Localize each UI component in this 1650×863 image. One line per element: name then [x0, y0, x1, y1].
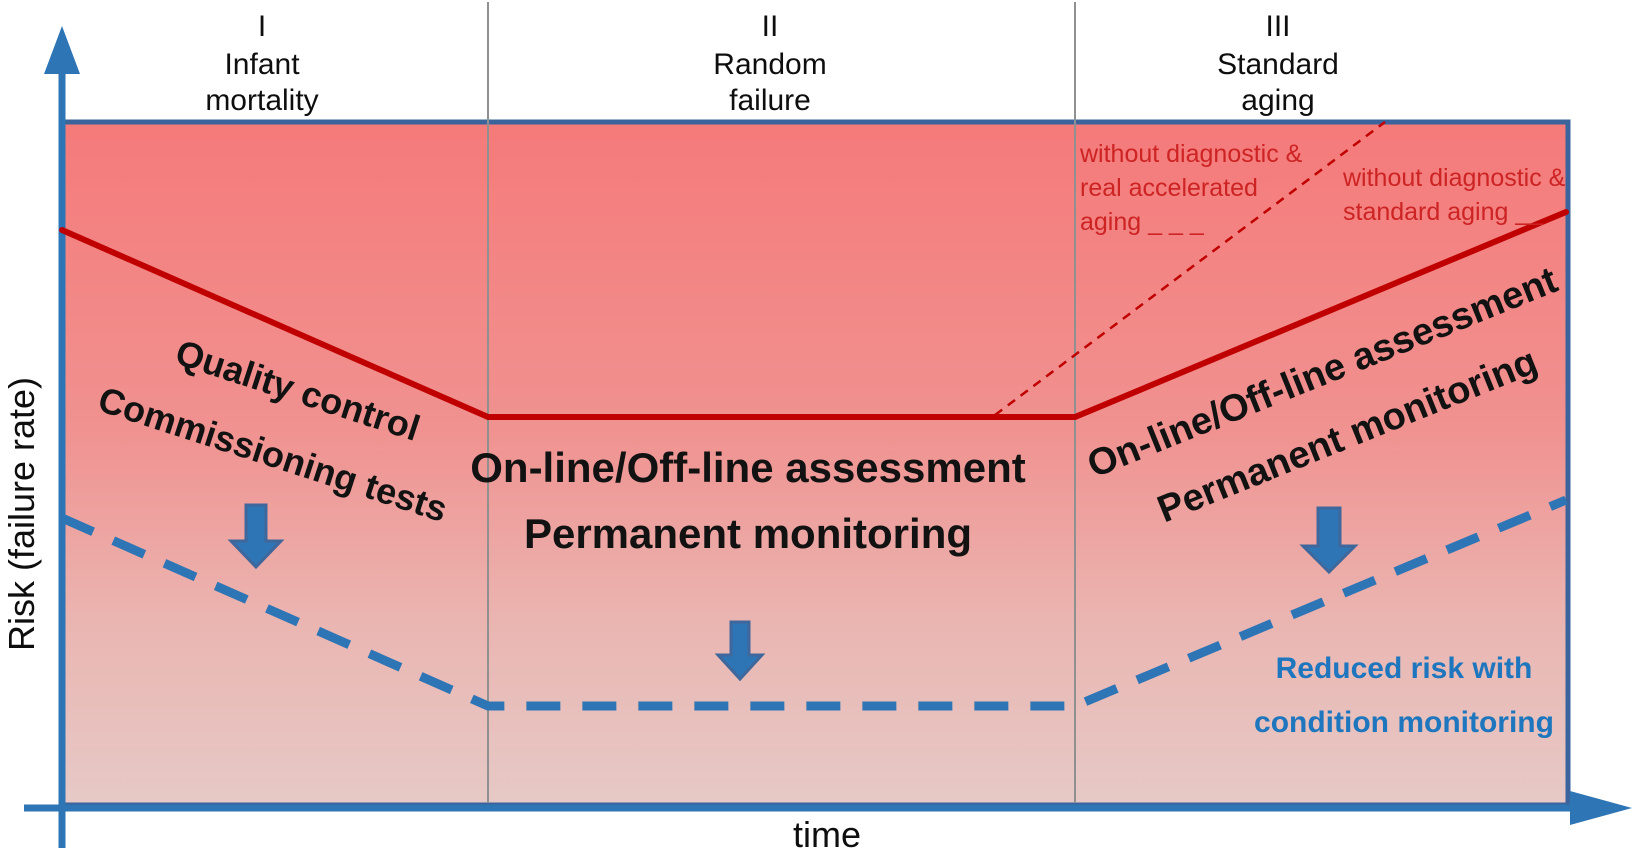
curve-without-monitoring-accelerated — [994, 121, 1386, 416]
annotation-accelerated-line3: aging _ _ _ — [1080, 208, 1205, 236]
x-axis-label: time — [793, 814, 861, 855]
x-axis-arrowhead-icon — [1570, 791, 1632, 825]
down-arrow-icon — [1299, 506, 1359, 575]
phase-3-name-line1: Standard — [1217, 48, 1339, 81]
y-axis-label: Risk (failure rate) — [1, 377, 42, 651]
annotation-accelerated-line2: real accelerated — [1080, 174, 1258, 202]
annotation-accelerated-line1: without diagnostic & — [1079, 140, 1303, 168]
phase-3-name-line2: aging — [1241, 84, 1314, 117]
phase-2-numeral: II — [762, 10, 779, 43]
phase-1-name-line2: mortality — [205, 84, 318, 117]
down-arrow-icon — [714, 620, 766, 682]
region-random-label-line1: On-line/Off-line assessment — [470, 444, 1025, 491]
annotation-standard-line2: standard aging __ — [1343, 198, 1544, 226]
phase-1-numeral: I — [258, 10, 266, 43]
annotation-reduced-risk-line2: condition monitoring — [1254, 706, 1554, 739]
annotation-reduced-risk-line1: Reduced risk with — [1276, 652, 1533, 685]
y-axis-arrowhead-icon — [44, 26, 80, 74]
down-arrow-icon — [227, 503, 285, 570]
annotation-standard-line1: without diagnostic & — [1342, 164, 1566, 192]
region-random-label-line2: Permanent monitoring — [524, 510, 972, 557]
plot-area — [59, 119, 1571, 808]
curve-with-monitoring — [60, 495, 1568, 711]
phase-2-name-line2: failure — [729, 84, 811, 117]
phase-3-numeral: III — [1265, 10, 1290, 43]
curve-without-monitoring — [59, 209, 1569, 420]
phase-1-name-line1: Infant — [224, 48, 300, 81]
phase-2-name-line1: Random — [713, 48, 826, 81]
